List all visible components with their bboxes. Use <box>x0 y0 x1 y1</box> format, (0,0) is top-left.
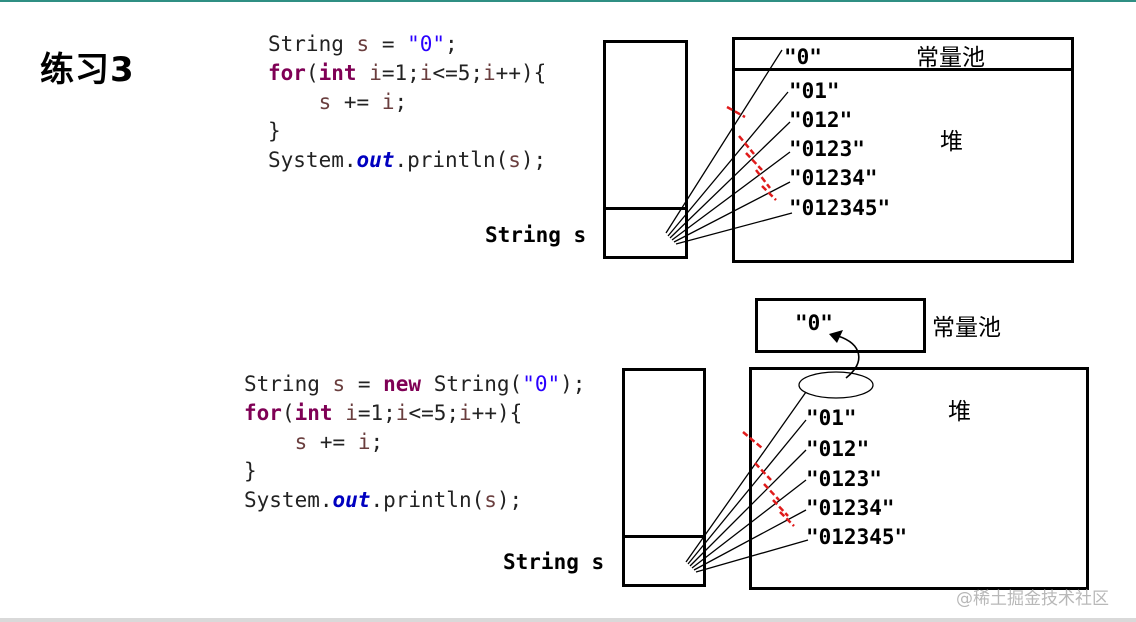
bottom-code-block: String s = new String("0");for(int i=1;i… <box>244 370 585 515</box>
bottom-heap-literal: "0123" <box>806 467 882 491</box>
code-token <box>357 61 370 85</box>
code-token: = <box>345 372 384 396</box>
code-line: s += i; <box>268 88 546 117</box>
top-heap-label: 堆 <box>940 129 963 155</box>
code-token: i <box>369 61 382 85</box>
code-token: String <box>244 372 333 396</box>
bottom-pool-label: 常量池 <box>932 315 1001 341</box>
top-pool-divider <box>732 68 1074 71</box>
code-token: ++){ <box>471 401 523 425</box>
code-token: ( <box>281 401 295 425</box>
top-heap-literal: "012345" <box>789 196 891 220</box>
code-token: i <box>395 401 409 425</box>
code-token <box>333 401 346 425</box>
code-token: s <box>356 32 370 56</box>
code-token: =1; <box>381 61 420 85</box>
code-token: ; <box>445 32 458 56</box>
code-line: s += i; <box>244 428 585 457</box>
code-token: } <box>244 459 257 483</box>
code-token: ); <box>496 488 523 512</box>
code-token: for <box>244 401 282 425</box>
code-line: System.out.println(s); <box>244 486 585 515</box>
code-token: s <box>318 90 332 114</box>
bottom-heap-box <box>749 367 1089 590</box>
code-token: System. <box>244 488 333 512</box>
code-token: += <box>331 90 382 114</box>
code-token: s <box>294 430 308 454</box>
code-token: += <box>307 430 358 454</box>
code-token: s <box>484 488 497 512</box>
code-token: s <box>332 372 346 396</box>
code-line: String s = new String("0"); <box>244 370 585 399</box>
slide-title: 练习3 <box>40 50 135 90</box>
code-token: System. <box>268 148 357 172</box>
code-token: i <box>345 401 358 425</box>
watermark: @稀土掘金技术社区 <box>956 589 1109 609</box>
code-token: int <box>294 401 333 425</box>
code-token <box>268 90 319 114</box>
code-token: <=5; <box>432 61 484 85</box>
bottom-heap-literal: "01" <box>806 406 857 430</box>
code-token: int <box>318 61 357 85</box>
bottom-heap-label: 堆 <box>948 399 971 425</box>
code-token: ; <box>370 430 384 454</box>
code-token: ; <box>394 90 408 114</box>
top-heap-literal: "0123" <box>789 137 865 161</box>
bottom-heap-literal: "01234" <box>806 496 895 520</box>
code-token: .println( <box>370 488 485 512</box>
code-line: for(int i=1;i<=5;i++){ <box>244 399 585 428</box>
code-line: for(int i=1;i<=5;i++){ <box>268 59 546 88</box>
top-heap-literal: "012" <box>789 108 853 132</box>
code-token: = <box>369 32 408 56</box>
code-token: new <box>383 372 422 396</box>
code-token: "0" <box>407 32 446 56</box>
top-heap-literal: "01" <box>789 79 840 103</box>
code-token: out <box>356 148 395 172</box>
bottom-stack-label: String s <box>503 550 605 574</box>
code-token: i <box>357 430 371 454</box>
code-token: i <box>419 61 433 85</box>
code-token: i <box>483 61 496 85</box>
top-code-block: String s = "0";for(int i=1;i<=5;i++){ s … <box>268 30 546 175</box>
code-line: System.out.println(s); <box>268 146 546 175</box>
code-token: ); <box>560 372 586 396</box>
code-token: ( <box>305 61 319 85</box>
top-accent-rule <box>0 0 1136 2</box>
top-pool-label: 常量池 <box>916 45 985 71</box>
code-token: .println( <box>394 148 509 172</box>
code-token: for <box>268 61 306 85</box>
bottom-heap-literal: "012345" <box>806 525 908 549</box>
code-token: String( <box>421 372 523 396</box>
code-line: } <box>268 117 546 146</box>
code-line: String s = "0"; <box>268 30 546 59</box>
bottom-pool-box <box>755 298 926 353</box>
top-stack-slot-s <box>603 207 688 259</box>
code-token: } <box>268 119 281 143</box>
code-token: "0" <box>522 372 561 396</box>
bottom-rule <box>0 618 1136 622</box>
code-token: s <box>508 148 521 172</box>
code-token: i <box>381 90 395 114</box>
bottom-pool-literal: "0" <box>795 311 833 335</box>
code-token: =1; <box>357 401 396 425</box>
code-token: <=5; <box>408 401 460 425</box>
code-line: } <box>244 457 585 486</box>
top-pool-literal: "0" <box>784 45 822 69</box>
code-token <box>244 430 295 454</box>
top-stack-label: String s <box>485 223 587 247</box>
top-heap-literal: "01234" <box>789 166 878 190</box>
bottom-heap-literal: "012" <box>806 437 870 461</box>
bottom-stack-slot-s <box>622 535 706 587</box>
code-token: String <box>268 32 357 56</box>
code-token: ++){ <box>495 61 547 85</box>
code-token: i <box>459 401 472 425</box>
code-token: out <box>332 488 371 512</box>
code-token: ); <box>520 148 547 172</box>
